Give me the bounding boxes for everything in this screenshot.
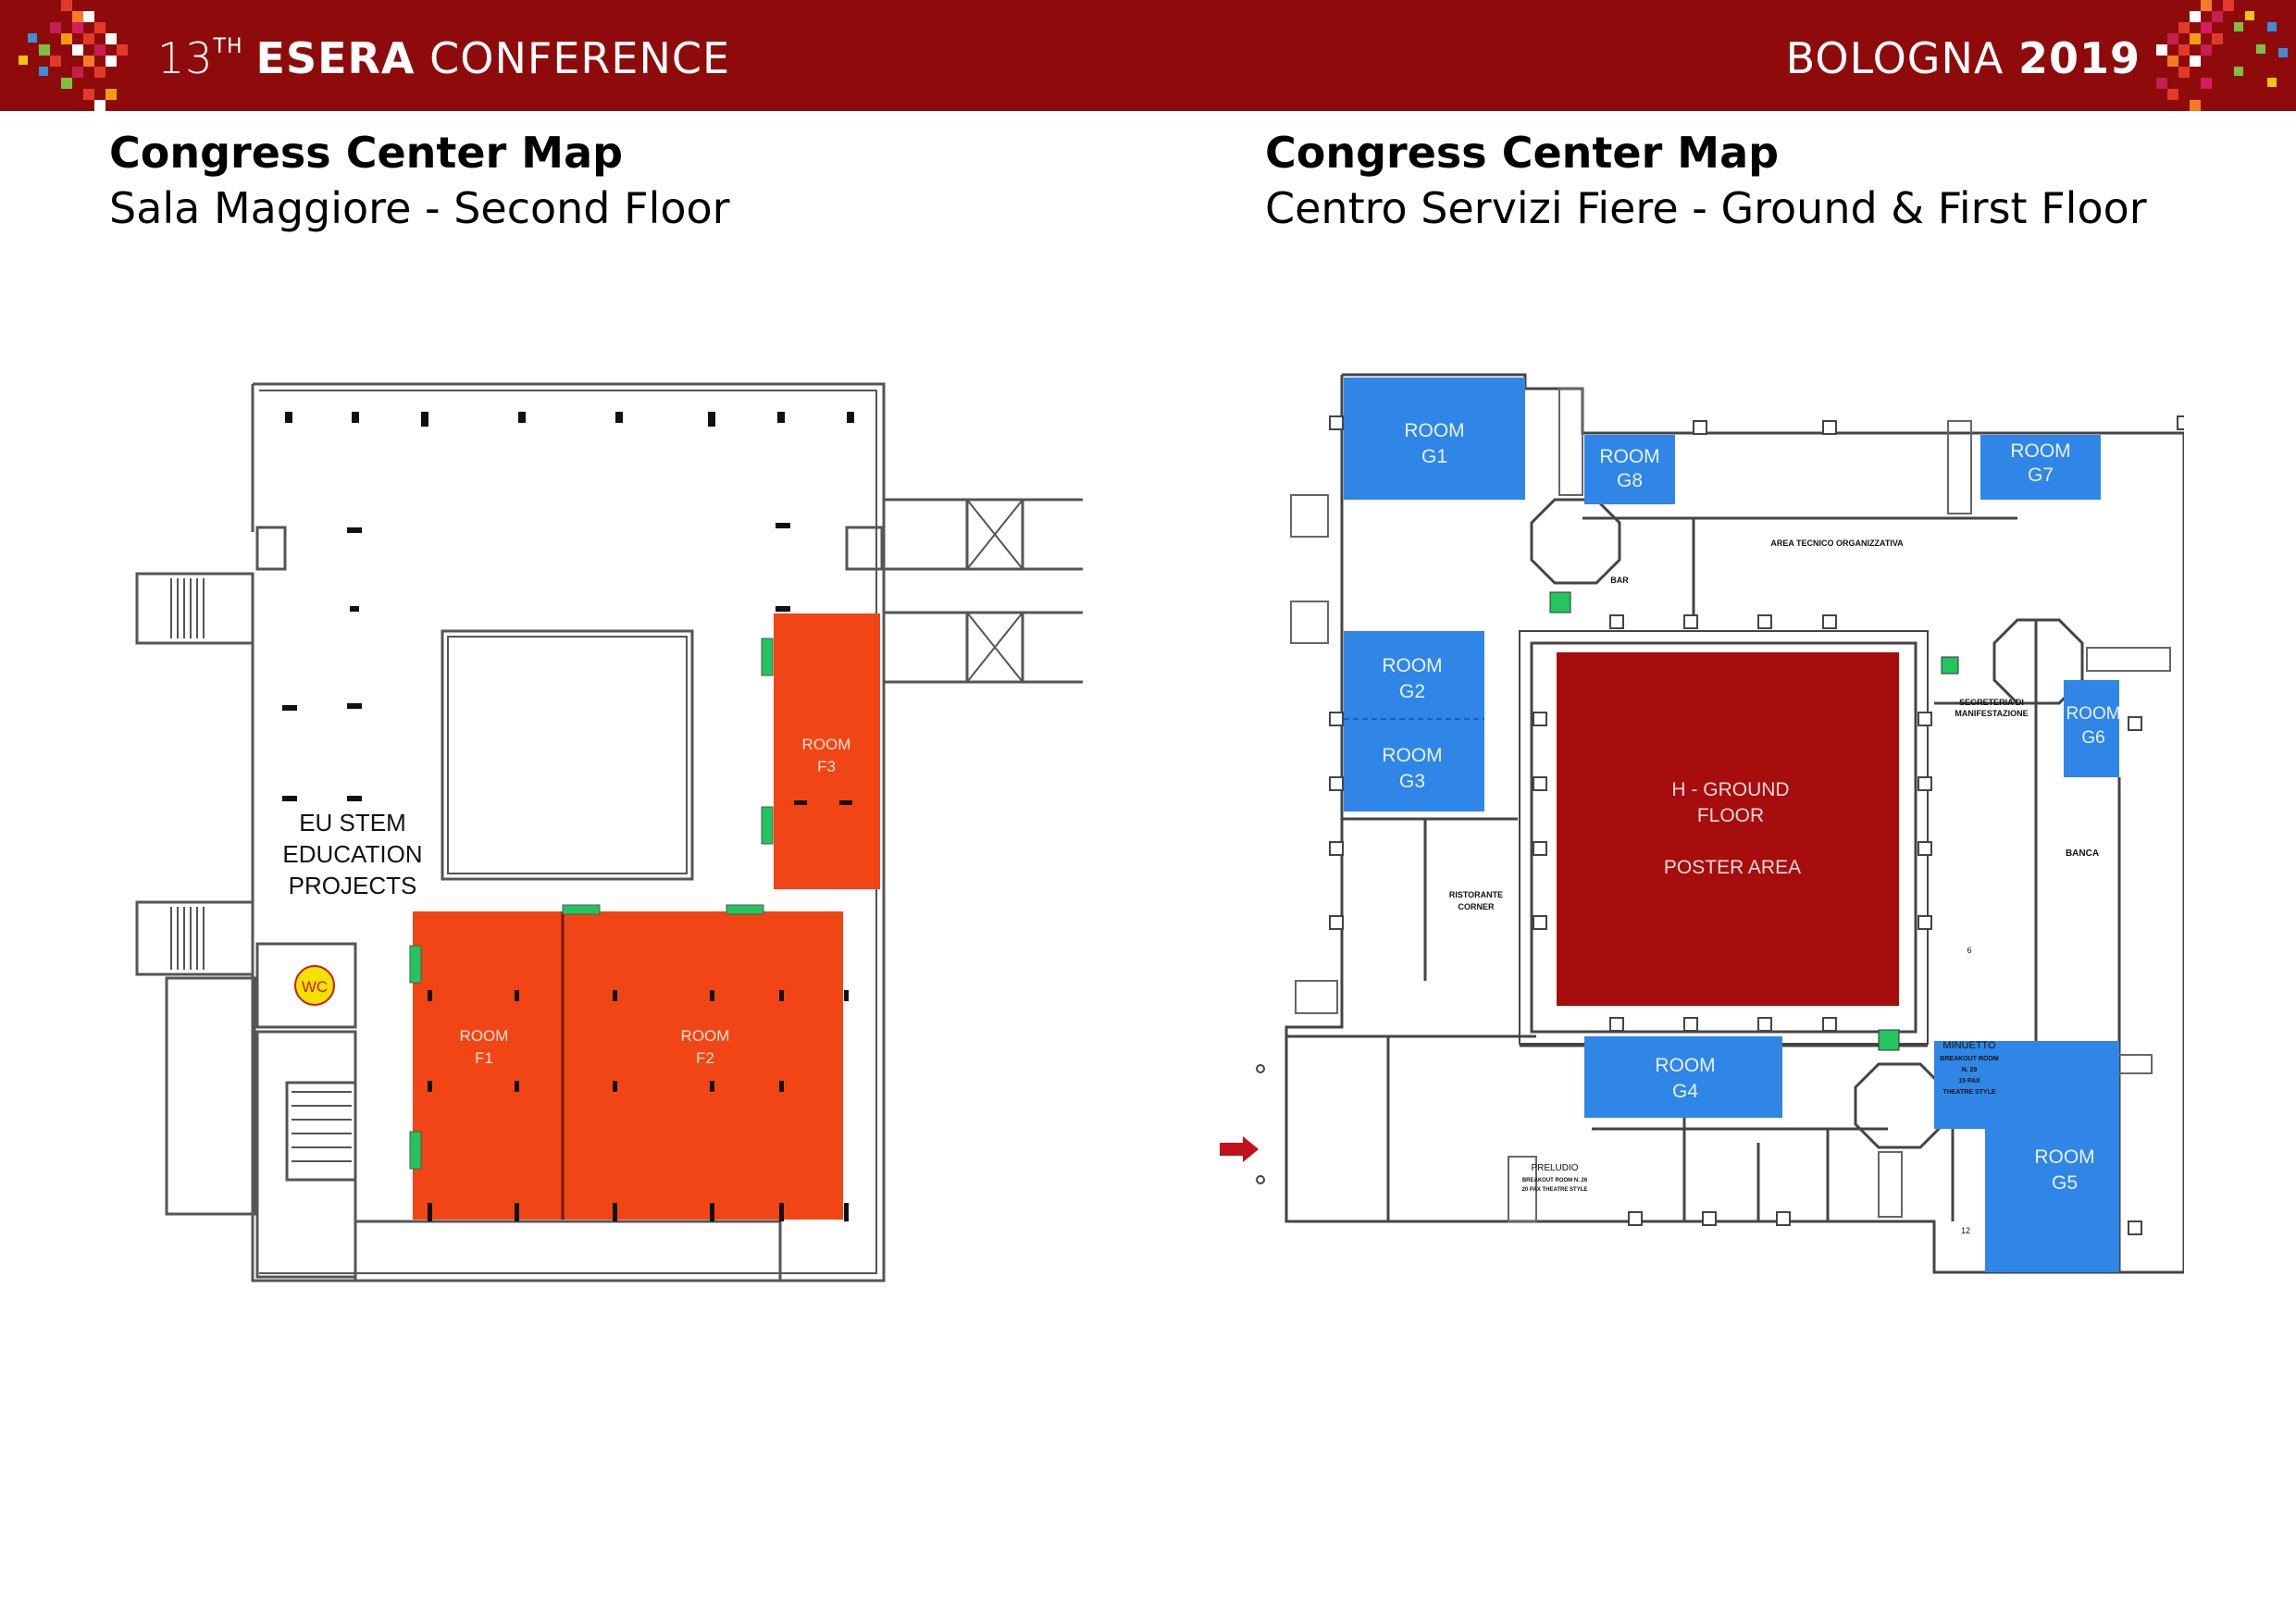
area-tecnico-label: AREA TECNICO ORGANIZZATIVA bbox=[1770, 539, 1904, 548]
room-g7-code: G7 bbox=[2028, 465, 2054, 486]
room-g4[interactable] bbox=[1584, 1036, 1782, 1118]
number-12-label: 12 bbox=[1961, 1226, 1970, 1235]
room-g5-name: ROOM bbox=[2034, 1146, 2094, 1168]
room-f2-name: ROOM bbox=[681, 1027, 730, 1045]
poster-area[interactable] bbox=[1557, 652, 1899, 1006]
room-g2-name: ROOM bbox=[1382, 655, 1442, 676]
pixel-logo-left-icon bbox=[19, 0, 128, 111]
room-g8-name: ROOM bbox=[1599, 446, 1659, 467]
eu-stem-label-1: EU STEM bbox=[299, 809, 406, 836]
room-f3-code: F3 bbox=[817, 758, 836, 775]
preludio-label: PRELUDIO bbox=[1531, 1163, 1578, 1173]
room-g6-name: ROOM bbox=[2066, 704, 2120, 724]
room-g3-name: ROOM bbox=[1382, 745, 1442, 766]
wc-label: WC bbox=[302, 978, 328, 996]
room-g4-code: G4 bbox=[1672, 1081, 1698, 1102]
left-floor-plan: WC EU STEM EDUCATION PROJECTS ROOM F3 RO… bbox=[135, 382, 1083, 1282]
segreteria-label-2: MANIFESTAZIONE bbox=[1955, 709, 2028, 718]
right-map-title: Congress Center Map bbox=[1265, 128, 1780, 178]
exit-sign-icon bbox=[409, 945, 422, 984]
room-g1[interactable] bbox=[1344, 378, 1525, 500]
minuetto-detail-4: THEATRE STYLE bbox=[1942, 1089, 1995, 1096]
eu-stem-label-2: EDUCATION bbox=[282, 840, 422, 868]
room-g7[interactable] bbox=[1980, 435, 2101, 500]
emergency-exit-icon bbox=[1549, 591, 1571, 613]
preludio-detail-1: BREAKOUT ROOM N. 26 bbox=[1522, 1178, 1588, 1183]
wc-icon bbox=[294, 965, 335, 1006]
exit-sign-icon bbox=[726, 904, 764, 915]
bar-label: BAR bbox=[1610, 576, 1629, 585]
poster-area-line1: H - GROUND bbox=[1671, 779, 1789, 800]
room-g1-name: ROOM bbox=[1404, 420, 1464, 441]
ristorante-label-2: CORNER bbox=[1458, 902, 1495, 911]
room-g7-name: ROOM bbox=[2010, 440, 2070, 462]
room-g5-code: G5 bbox=[2052, 1172, 2078, 1194]
exit-sign-icon bbox=[409, 1131, 422, 1170]
right-map-subtitle: Centro Servizi Fiere - Ground & First Fl… bbox=[1265, 183, 2147, 233]
poster-area-line3: POSTER AREA bbox=[1664, 857, 1801, 878]
eu-stem-label-3: PROJECTS bbox=[289, 872, 417, 899]
room-g5[interactable] bbox=[1934, 1041, 2119, 1272]
header-banner bbox=[0, 0, 2296, 111]
room-g8[interactable] bbox=[1584, 435, 1675, 504]
room-g8-code: G8 bbox=[1617, 470, 1643, 491]
emergency-exit-icon bbox=[1941, 656, 1959, 675]
emergency-exit-icon bbox=[1878, 1029, 1900, 1051]
conference-location: BOLOGNA 2019 bbox=[1785, 33, 2141, 83]
minuetto-label: MINUETTO bbox=[1942, 1040, 1996, 1051]
room-g6-code: G6 bbox=[2081, 728, 2104, 748]
room-g2-code: G2 bbox=[1399, 681, 1425, 702]
exit-sign-icon bbox=[761, 806, 774, 845]
room-g2[interactable] bbox=[1344, 631, 1484, 719]
segreteria-label-1: SEGRETERIA DI bbox=[1959, 698, 2024, 707]
room-f3[interactable] bbox=[774, 613, 880, 889]
exit-sign-icon bbox=[761, 638, 774, 676]
room-g3[interactable] bbox=[1344, 719, 1484, 812]
entrance-arrow-icon bbox=[1220, 1136, 1259, 1162]
preludio-detail-2: 20 PAX THEATRE STYLE bbox=[1522, 1187, 1588, 1193]
room-g3-code: G3 bbox=[1399, 771, 1425, 792]
exit-sign-icon bbox=[562, 904, 601, 915]
room-g6[interactable] bbox=[2064, 680, 2119, 777]
room-g4-name: ROOM bbox=[1655, 1055, 1715, 1076]
room-f3-name: ROOM bbox=[802, 736, 851, 753]
room-f1-code: F1 bbox=[475, 1049, 493, 1067]
banca-label: BANCA bbox=[2066, 849, 2099, 859]
poster-area-line2: FLOOR bbox=[1697, 805, 1764, 826]
left-map-subtitle: Sala Maggiore - Second Floor bbox=[109, 183, 730, 233]
right-floor-plan: ROOM G1 ROOM G8 ROOM G7 ROOM G2 ROOM G3 … bbox=[1220, 373, 2184, 1274]
room-f2[interactable] bbox=[563, 911, 843, 1220]
room-f2-code: F2 bbox=[696, 1049, 714, 1067]
room-g1-code: G1 bbox=[1421, 446, 1447, 467]
room-f1-name: ROOM bbox=[460, 1027, 509, 1045]
room-f1[interactable] bbox=[413, 911, 563, 1220]
number-6-label: 6 bbox=[1967, 946, 1971, 955]
left-map-title: Congress Center Map bbox=[109, 128, 624, 178]
minuetto-detail-2: N. 29 bbox=[1962, 1067, 1978, 1073]
pixel-logo-right-icon bbox=[2156, 0, 2288, 111]
ristorante-label-1: RISTORANTE bbox=[1449, 890, 1503, 899]
minuetto-detail-3: 15 PAX bbox=[1958, 1078, 1980, 1084]
minuetto-detail-1: BREAKOUT ROOM bbox=[1940, 1056, 1999, 1062]
